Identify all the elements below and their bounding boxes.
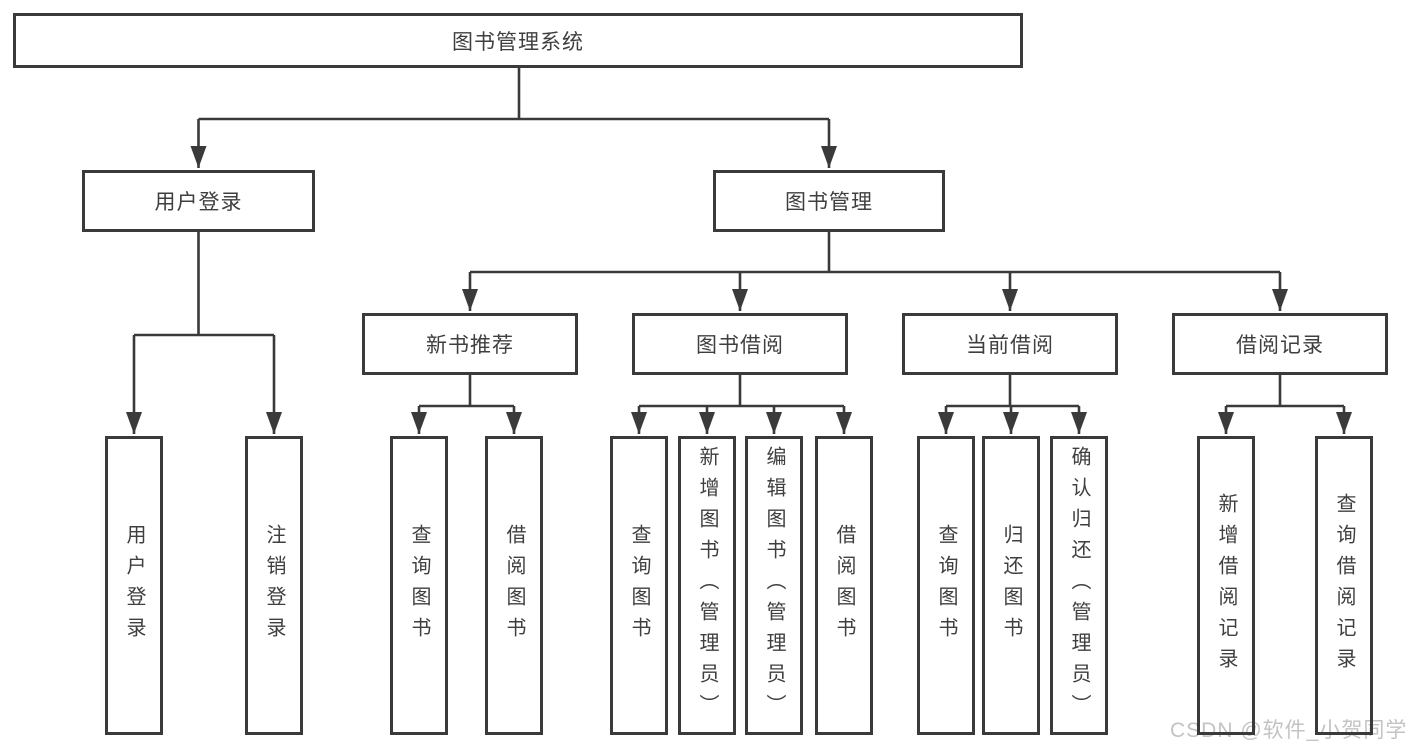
- leaf-confirm-return-admin: 确认归还（管理员）: [1050, 436, 1108, 735]
- leaf-return-books: 归还图书: [982, 436, 1040, 735]
- node-root: 图书管理系统: [13, 13, 1023, 68]
- connector-current-borrow: [946, 375, 1079, 408]
- leaf-confirm-return-admin-label: 确认归还（管理员）: [1068, 446, 1090, 725]
- leaf-edit-books-admin: 编辑图书（管理员）: [745, 436, 803, 735]
- leaf-edit-books-admin-label: 编辑图书（管理员）: [763, 446, 785, 725]
- node-book-management: 图书管理: [713, 170, 945, 232]
- leaf-borrow-books: 借阅图书: [815, 436, 873, 735]
- leaf-query-books-borrow-label: 查询图书: [628, 523, 650, 648]
- watermark: CSDN @软件_小贺同学: [1170, 719, 1405, 742]
- node-book-borrow-label: 图书借阅: [696, 334, 784, 357]
- leaf-borrow-books-recommend-label: 借阅图书: [503, 523, 525, 648]
- leaf-add-borrow-record-label: 新增借阅记录: [1215, 492, 1237, 679]
- node-borrow-records-label: 借阅记录: [1236, 334, 1324, 357]
- leaf-query-books-borrow: 查询图书: [610, 436, 668, 735]
- node-book-management-label: 图书管理: [785, 191, 873, 214]
- leaf-add-books-admin: 新增图书（管理员）: [678, 436, 736, 735]
- connector-book-borrow: [639, 375, 844, 408]
- leaf-add-borrow-record: 新增借阅记录: [1197, 436, 1255, 735]
- leaf-query-books-recommend-label: 查询图书: [408, 523, 430, 648]
- node-user-login-label: 用户登录: [154, 191, 243, 214]
- node-current-borrow-label: 当前借阅: [966, 334, 1054, 357]
- node-new-book-recommend-label: 新书推荐: [426, 334, 514, 357]
- leaf-query-books-current-label: 查询图书: [935, 523, 957, 648]
- node-current-borrow: 当前借阅: [902, 313, 1118, 375]
- leaf-user-login-label: 用户登录: [123, 523, 145, 648]
- leaf-query-borrow-record-label: 查询借阅记录: [1333, 492, 1355, 679]
- node-user-login: 用户登录: [82, 170, 315, 232]
- node-new-book-recommend: 新书推荐: [362, 313, 578, 375]
- leaf-logout-label: 注销登录: [263, 523, 285, 648]
- leaf-add-books-admin-label: 新增图书（管理员）: [696, 446, 718, 725]
- connector-book-management: [470, 232, 1280, 274]
- leaf-query-books-recommend: 查询图书: [390, 436, 448, 735]
- connector-user-login: [134, 232, 274, 337]
- leaf-query-borrow-record: 查询借阅记录: [1315, 436, 1373, 735]
- leaf-borrow-books-label: 借阅图书: [833, 523, 855, 648]
- connector-root: [198, 68, 829, 121]
- leaf-user-login: 用户登录: [105, 436, 163, 735]
- node-book-borrow: 图书借阅: [632, 313, 848, 375]
- connector-new-book-recommend: [419, 375, 514, 408]
- leaf-query-books-current: 查询图书: [917, 436, 975, 735]
- node-borrow-records: 借阅记录: [1172, 313, 1388, 375]
- connector-borrow-records: [1226, 375, 1344, 408]
- leaf-return-books-label: 归还图书: [1000, 523, 1022, 648]
- leaf-logout: 注销登录: [245, 436, 303, 735]
- node-root-label: 图书管理系统: [452, 30, 584, 54]
- leaf-borrow-books-recommend: 借阅图书: [485, 436, 543, 735]
